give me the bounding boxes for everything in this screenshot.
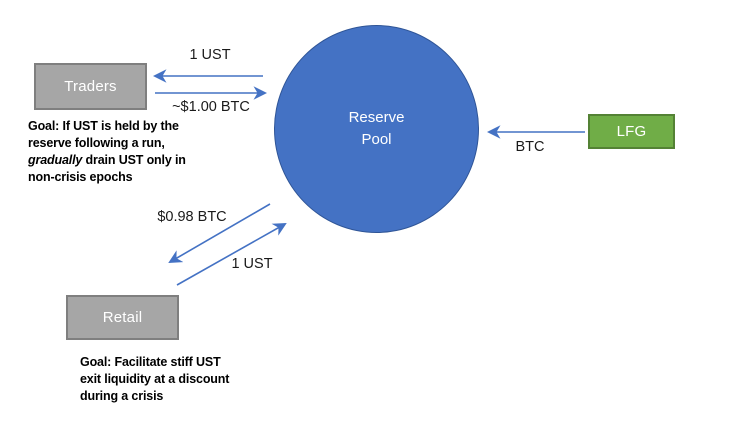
goal-note-traders-line3-rest: drain UST only in (82, 153, 186, 167)
reserve-pool-label: Reserve Pool (348, 109, 405, 148)
flow-label-retail-pay: 1 UST (231, 256, 273, 272)
reserve-pool-node: Reserve Pool (274, 25, 479, 233)
lfg-node-label: LFG (616, 123, 647, 140)
goal-note-traders-line3: gradually drain UST only in (28, 152, 186, 169)
retail-node-label: Retail (102, 309, 143, 326)
goal-note-retail-line3: during a crisis (80, 389, 164, 403)
goal-note-retail: Goal: Facilitate stiff UST exit liquidit… (80, 354, 229, 405)
lfg-node: LFG (588, 114, 675, 149)
flow-label-traders-pay: ~$1.00 BTC (172, 99, 250, 115)
goal-note-traders: Goal: If UST is held by the reserve foll… (28, 118, 186, 186)
goal-note-traders-line1: Goal: If UST is held by the (28, 119, 179, 133)
flow-label-retail-receive: $0.98 BTC (157, 209, 227, 225)
traders-node: Traders (34, 63, 147, 110)
flow-label-traders-receive: 1 UST (189, 47, 231, 63)
arrow-retail-to-reserve (176, 222, 287, 286)
retail-node: Retail (66, 295, 179, 340)
goal-note-traders-line2: reserve following a run, (28, 136, 165, 150)
goal-note-retail-line1: Goal: Facilitate stiff UST (80, 355, 221, 369)
goal-note-traders-line3-italic: gradually (28, 153, 83, 167)
goal-note-retail-line2: exit liquidity at a discount (80, 372, 230, 386)
flow-label-lfg-btc: BTC (515, 139, 545, 155)
goal-note-traders-line4: non-crisis epochs (28, 170, 133, 184)
traders-node-label: Traders (64, 78, 117, 95)
